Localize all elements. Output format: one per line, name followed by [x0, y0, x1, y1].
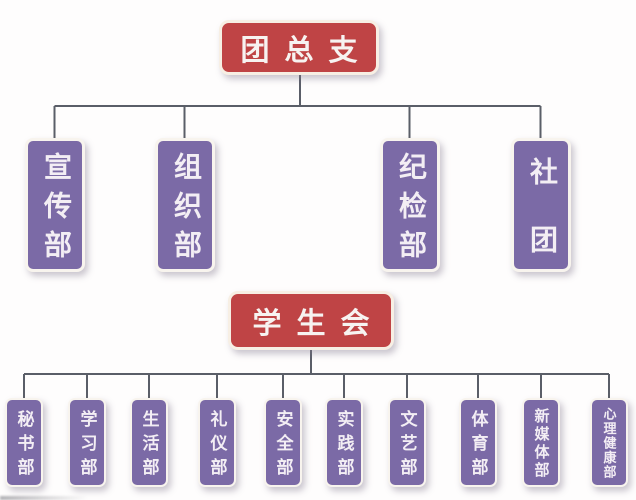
node-label: 礼仪部	[207, 410, 227, 482]
node-label: 社团	[526, 157, 557, 293]
node-secretary-dept: 秘书部	[5, 398, 43, 487]
node-publicity-dept: 宣传部	[25, 138, 85, 272]
node-arts-dept: 文艺部	[388, 398, 426, 487]
node-sports-dept: 体育部	[459, 398, 497, 487]
node-label: 体育部	[468, 410, 488, 482]
image-edge-artifact	[0, 496, 88, 500]
node-label: 文艺部	[397, 410, 417, 482]
node-safety-dept: 安全部	[264, 398, 302, 487]
node-label: 组织部	[170, 152, 201, 269]
node-etiquette-dept: 礼仪部	[198, 398, 236, 487]
node-organization-dept: 组织部	[155, 138, 215, 272]
node-life-dept: 生活部	[130, 398, 168, 487]
node-label: 新媒体部	[532, 408, 549, 480]
node-label: 宣传部	[40, 152, 71, 269]
node-label: 实践部	[334, 410, 354, 482]
node-youth-league-branch: 团总支	[219, 20, 379, 75]
node-new-media-dept: 新媒体部	[522, 398, 560, 487]
node-label: 学习部	[77, 410, 97, 482]
node-label: 生活部	[139, 410, 159, 482]
node-label: 团总支	[240, 34, 373, 67]
node-study-dept: 学习部	[68, 398, 106, 487]
node-label: 学生会	[252, 307, 385, 340]
node-practice-dept: 实践部	[325, 398, 363, 487]
node-student-union: 学生会	[228, 291, 394, 350]
node-label: 安全部	[273, 410, 293, 482]
node-label: 纪检部	[395, 152, 426, 269]
node-mental-health-dept: 心理健康部	[590, 398, 628, 487]
node-label: 秘书部	[14, 410, 34, 482]
node-clubs: 社团	[511, 138, 571, 293]
node-label: 心理健康部	[601, 406, 617, 480]
node-discipline-inspection-dept: 纪检部	[380, 138, 440, 272]
